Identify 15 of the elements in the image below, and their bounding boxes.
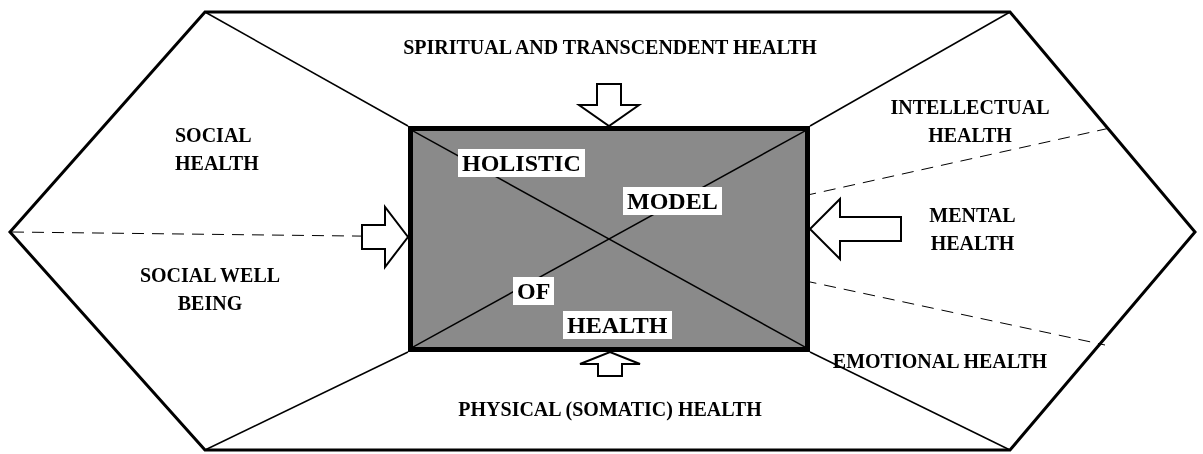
health-dimension-label: SOCIAL WELL BEING — [138, 263, 282, 316]
health-dimension-label: PHYSICAL (SOMATIC) HEALTH — [458, 397, 762, 423]
hollow-arrow — [575, 83, 643, 128]
model-title-word: OF — [513, 277, 555, 305]
hollow-arrow — [361, 204, 410, 270]
health-dimension-label: MENTAL HEALTH — [928, 203, 1017, 256]
health-dimension-label: EMOTIONAL HEALTH — [832, 349, 1048, 374]
model-title-word: MODEL — [623, 187, 722, 215]
hollow-arrow — [579, 350, 641, 377]
hollow-arrow — [808, 196, 902, 262]
health-dimension-label: INTELLECTUAL HEALTH — [889, 95, 1051, 148]
model-title-word: HOLISTIC — [458, 149, 585, 177]
health-dimension-label: SPIRITUAL AND TRANSCENDENT HEALTH — [403, 35, 817, 60]
model-title-word: HEALTH — [563, 311, 672, 339]
health-dimension-label: SOCIAL HEALTH — [175, 123, 260, 176]
